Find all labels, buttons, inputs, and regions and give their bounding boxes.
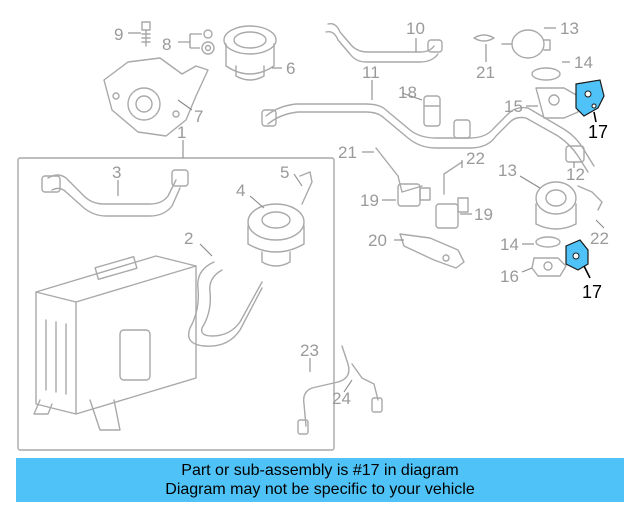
part-7-bracket[interactable] [103,57,209,137]
part-17-gasket-top[interactable] [575,79,605,123]
assembly-box [17,140,335,451]
part-6-air-pump[interactable] [223,25,282,81]
callout-17-top: 17 [588,122,608,142]
banner-line-1: Part or sub-assembly is #17 in diagram [181,462,459,479]
part-14-gasket-mid[interactable] [522,236,561,248]
callout-7: 7 [194,107,203,126]
callout-19-left: 19 [360,191,379,210]
callout-14-mid: 14 [500,235,519,254]
callout-20: 20 [368,231,387,250]
callout-18: 18 [398,83,417,102]
callout-22-mid: 22 [466,149,485,168]
callout-14-top: 14 [574,53,593,72]
part-1-canister[interactable] [33,255,197,431]
info-banner: Part or sub-assembly is #17 in diagram D… [16,458,624,502]
part-12-pipe-end[interactable] [565,145,585,168]
callout-5: 5 [280,163,289,182]
part-18-valve[interactable] [401,92,441,127]
callout-23: 23 [300,341,319,360]
part-14-gasket-top[interactable] [531,61,570,81]
part-16-flange[interactable] [521,257,567,277]
callout-2: 2 [184,229,193,248]
part-11-pipe[interactable] [261,80,595,173]
callout-24: 24 [332,389,351,408]
callout-1: 1 [177,123,186,142]
part-13-check-valve-mid[interactable] [519,175,577,230]
callout-21-top: 21 [476,63,495,82]
callout-10: 10 [406,19,425,38]
part-21-sensor-lead[interactable] [362,147,423,193]
part-21-clamp-top[interactable] [473,34,495,62]
part-10-hose[interactable] [325,22,443,63]
part-20-bracket[interactable] [394,233,465,269]
part-9-bolt[interactable] [128,21,151,47]
part-13-check-valve-top[interactable] [501,27,556,59]
callout-22-right: 22 [590,229,609,248]
callout-11: 11 [362,63,380,82]
part-5-sensor[interactable] [293,171,313,205]
callout-6: 6 [286,59,295,78]
callout-16: 16 [500,267,519,286]
part-17-gasket-bottom[interactable] [565,239,591,279]
callout-13-mid: 13 [498,161,517,180]
banner-line-2: Diagram may not be specific to your vehi… [165,481,475,498]
part-24-sensor[interactable] [343,363,383,413]
callout-17-bottom: 17 [582,282,602,302]
part-2-hose[interactable] [187,243,263,347]
callout-13-top: 13 [560,19,579,38]
callout-9: 9 [114,25,123,44]
callout-12: 12 [566,165,585,184]
callout-8: 8 [162,35,171,54]
part-19-solenoid-right[interactable] [435,197,472,229]
part-4-purge-valve[interactable] [247,195,305,267]
callout-3: 3 [112,163,121,182]
part-3-hose[interactable] [41,169,189,217]
parts-diagram: 9 8 7 6 1 10 11 18 21 13 14 15 17 12 21 … [17,19,609,451]
part-22-hose-right[interactable] [577,185,605,229]
part-23-sensor[interactable] [297,345,350,435]
part-8-grommets[interactable] [178,29,215,55]
part-19-solenoid-left[interactable] [382,183,431,207]
part-15-flange[interactable] [526,87,579,119]
callout-19-right: 19 [474,205,493,224]
callout-21-mid: 21 [338,143,357,162]
part-22-hose-mid[interactable] [443,160,463,195]
callout-4: 4 [236,181,245,200]
callout-15: 15 [504,97,523,116]
